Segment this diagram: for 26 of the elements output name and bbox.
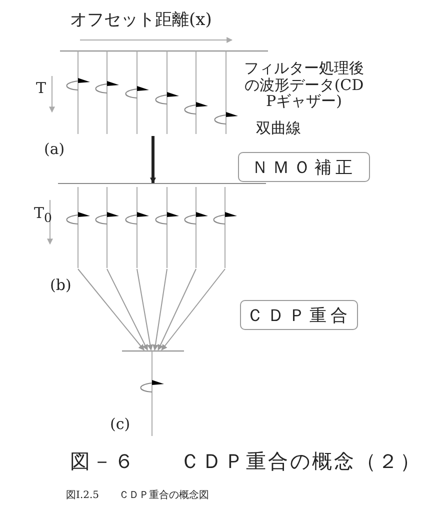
panel-label: (a)	[44, 141, 65, 158]
trace-panel	[58, 183, 266, 271]
figure-caption: 図Ⅰ.2.5 ＣＤＰ重合の概念図	[66, 490, 210, 501]
arrow	[161, 268, 226, 350]
seismic-trace-drawing	[213, 186, 237, 270]
process-label-box: ＣＤＰ重合	[240, 300, 358, 330]
arrow	[78, 268, 144, 350]
seismic-trace-drawing	[184, 186, 208, 270]
axis-label: T$_{0}$	[34, 205, 52, 225]
annotation-text: フィルター処理後の波形データ(CDPギャザー)	[243, 60, 365, 110]
panel-label: (c)	[110, 416, 130, 432]
seismic-trace-drawing	[125, 186, 149, 270]
seismic-trace-drawing	[155, 186, 179, 270]
axis-label: オフセット距離(x)	[70, 11, 212, 30]
arrow	[152, 268, 168, 351]
seismic-trace-drawing	[66, 186, 90, 270]
arrow	[158, 268, 196, 351]
annotation-text: 双曲線	[256, 120, 301, 136]
seismic-trace-drawing	[95, 186, 119, 270]
figure-title: 図－６ ＣＤＰ重合の概念（２）	[70, 450, 422, 472]
panel-label: (b)	[50, 277, 72, 294]
process-label-box: ＮＭＯ補正	[238, 152, 370, 182]
arrow	[136, 268, 154, 351]
arrow	[106, 268, 148, 351]
arrow	[150, 136, 156, 184]
axis-label: T	[36, 80, 46, 96]
